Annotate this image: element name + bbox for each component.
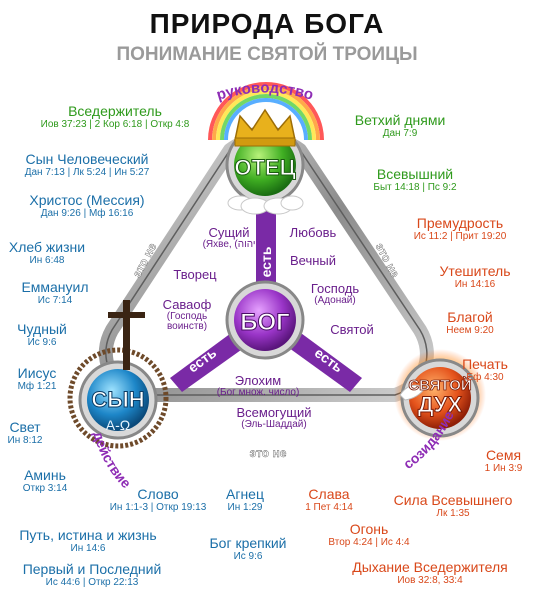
god-name-holy: Святой xyxy=(330,322,374,337)
cloud-icon xyxy=(227,195,304,215)
god-name-existing: Сущий(Яхве, (יהוה xyxy=(202,225,256,250)
alpha-omega-label: А-Ω xyxy=(106,417,130,433)
cross-icon xyxy=(108,300,145,370)
god-name-love: Любовь xyxy=(289,225,337,240)
god-name-almighty: Всемогущий(Эль-Шаддай) xyxy=(236,405,312,430)
dove-icon xyxy=(399,384,426,401)
page-subtitle: ПОНИМАНИЕ СВЯТОЙ ТРОИЦЫ xyxy=(116,44,418,65)
crown-icon xyxy=(234,108,296,147)
spirit-node xyxy=(400,358,480,438)
god-node xyxy=(225,280,305,360)
god-name-eternal: Вечный xyxy=(289,253,337,268)
son-name-item: Христос (Мессия)Дан 9:26 | Мф 16:16 xyxy=(29,192,145,219)
father-label: ОТЕЦ xyxy=(234,155,295,180)
god-label: БОГ xyxy=(240,309,290,336)
is-top-label: есть xyxy=(258,246,274,277)
son-node xyxy=(78,360,158,440)
god-name-elohim: Элохим(Бог множ. число) xyxy=(216,373,300,398)
page-title: ПРИРОДА БОГА xyxy=(149,8,385,39)
god-name-creator: Творец xyxy=(173,267,217,282)
spirit-label-line2: ДУХ xyxy=(418,392,463,417)
son-label: СЫН xyxy=(91,387,144,412)
spirit-label-line1: СВЯТОЙ xyxy=(408,376,471,394)
not-bottom-label: это не xyxy=(250,446,287,460)
crown-of-thorns xyxy=(67,347,169,449)
rainbow xyxy=(208,82,324,141)
god-name-lord: Господь(Адонай) xyxy=(310,281,360,306)
